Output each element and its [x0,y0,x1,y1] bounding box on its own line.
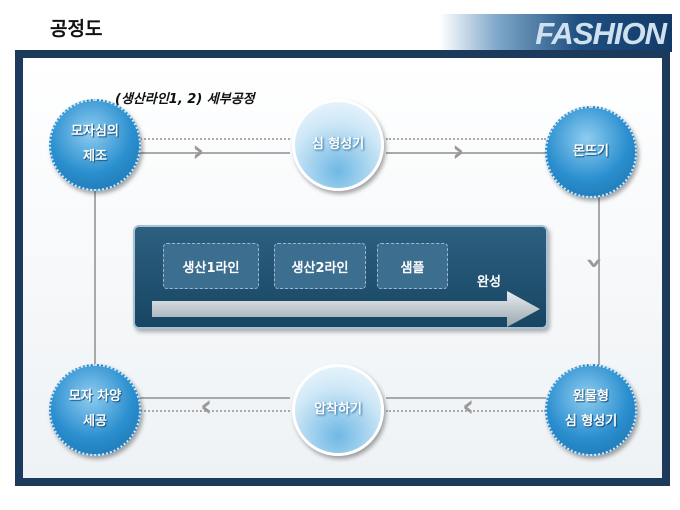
connector [140,397,290,399]
line-2: 생산2라인 [274,243,366,289]
connector [386,152,546,154]
chevron-right-icon: › [452,134,465,169]
production-lines-box: 생산1라인 생산2라인 샘플 완성 [133,225,548,329]
chevron-left-icon: ‹ [462,389,475,424]
chevron-down-icon: › [577,256,613,270]
banner-text: FASHION [535,16,667,51]
complete-label: 완성 [477,275,501,290]
connector [94,190,96,365]
connector [140,410,290,412]
chevron-right-icon: › [192,134,205,169]
arrow-right-icon [152,291,540,327]
connector [386,410,546,412]
connector [386,397,546,399]
step-core-forming: 심 형성기 [292,99,384,191]
step-pressing: 압착하기 [292,364,384,456]
sample: 샘플 [377,243,448,289]
connector [140,152,290,154]
chevron-left-icon: ‹ [200,389,213,424]
page-title: 공정도 [50,18,103,40]
fashion-banner: FASHION [440,14,672,52]
step-molding: 몬뜨기 [545,106,637,198]
connector [140,138,290,140]
line-1: 생산1라인 [163,243,259,289]
connector [386,138,546,140]
subtitle: (생산라인1, 2) 세부공정 [115,92,255,107]
connector [598,195,600,365]
